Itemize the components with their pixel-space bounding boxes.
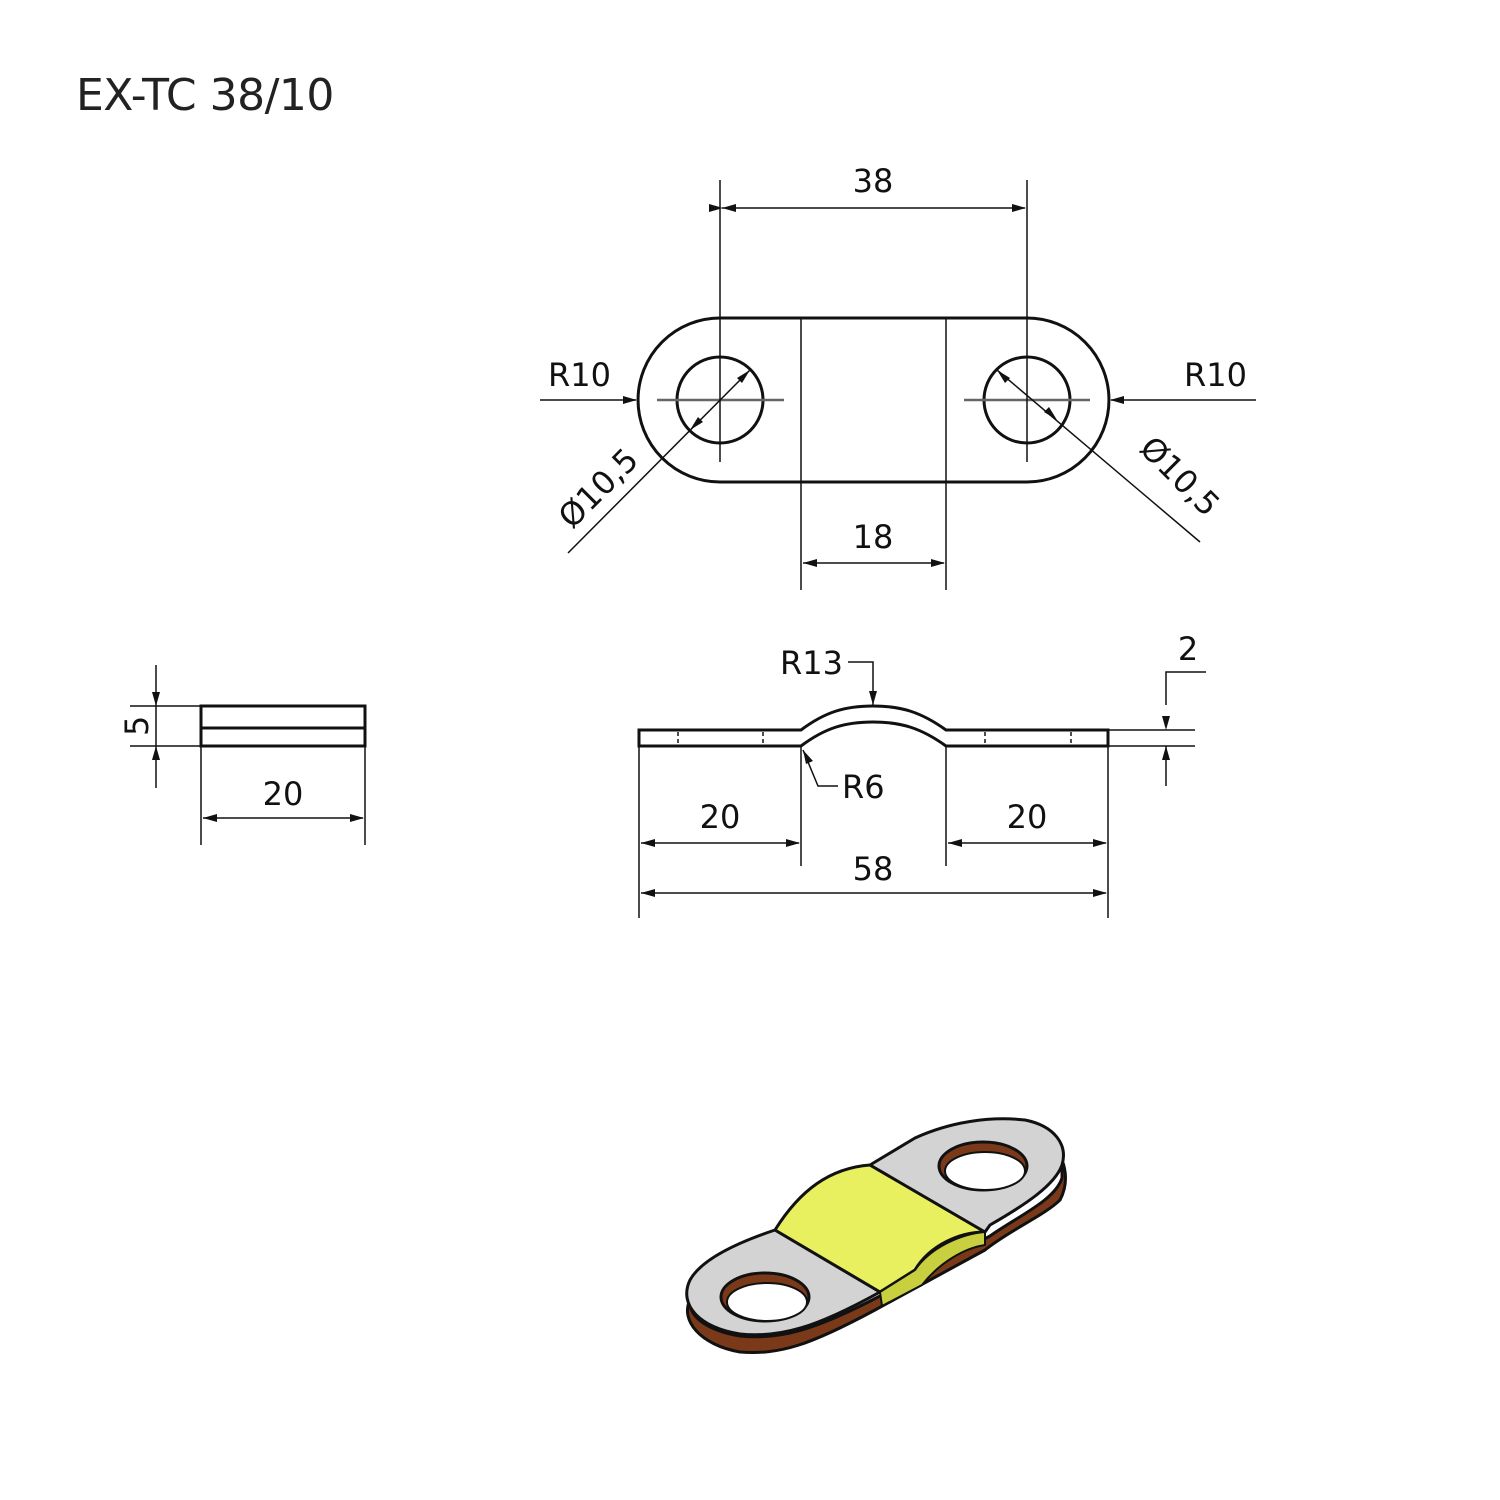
dim-5: 5 [118, 716, 156, 736]
right-diameter-leader [996, 369, 1201, 543]
left-diameter-leader [567, 369, 751, 554]
dim-38: 38 [853, 162, 894, 200]
end-profile [199, 704, 367, 748]
dim-58: 58 [853, 850, 894, 888]
right-hole-diameter-label: Ø10,5 [1132, 429, 1227, 524]
right-radius-label: R10 [1184, 356, 1247, 394]
drawing-title: EX-TC 38/10 [76, 70, 334, 121]
end-view: 5 20 [118, 665, 367, 845]
r13-label: R13 [780, 644, 843, 682]
left-radius-label: R10 [548, 356, 611, 394]
dim-20-left: 20 [700, 798, 741, 836]
dim-20-end: 20 [263, 775, 304, 813]
top-view: 38 18 R10 R10 Ø10,5 Ø10,5 [540, 162, 1256, 590]
r6-label: R6 [842, 768, 885, 806]
plate-outline [636, 316, 1111, 484]
dim-20-right: 20 [1007, 798, 1048, 836]
side-view: R13 R6 2 20 20 58 [637, 630, 1206, 918]
side-profile [637, 704, 1110, 748]
dim-2: 2 [1178, 630, 1198, 668]
dim-18: 18 [853, 518, 894, 556]
isometric-view [685, 1117, 1067, 1354]
